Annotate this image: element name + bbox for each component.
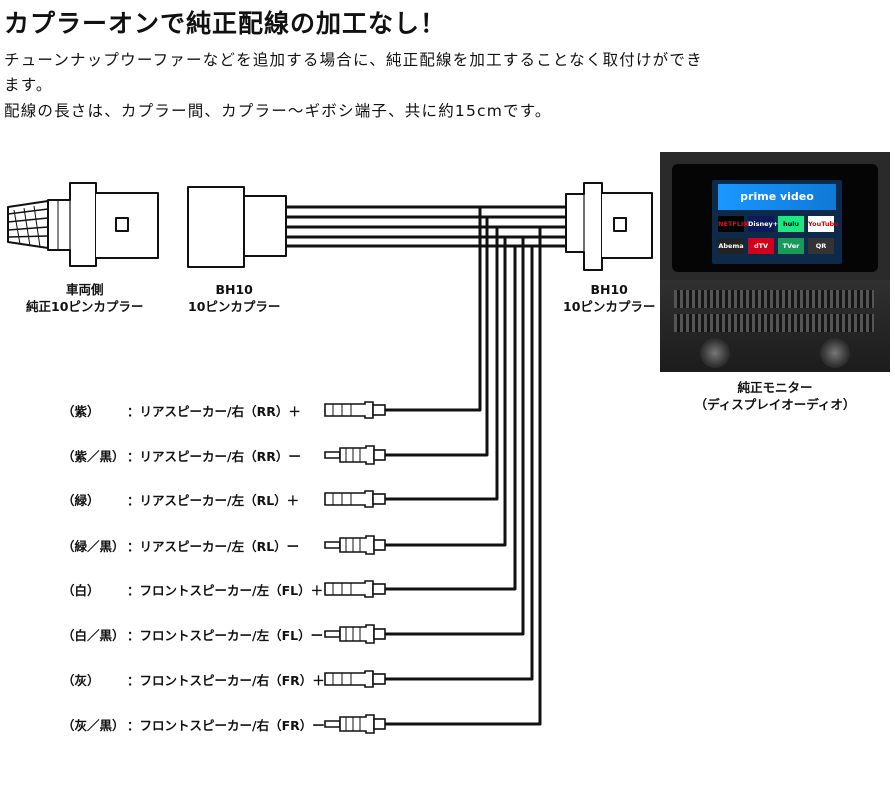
monitor-bezel: prime video NETFLIX Disney+ hulu YouTube…	[672, 164, 878, 272]
wire-8-color: （灰／黒）	[62, 718, 125, 733]
app-tile-dtv: dTV	[748, 238, 774, 254]
branch-wires	[385, 207, 542, 726]
left-knob	[700, 338, 730, 368]
monitor-label-line2: （ディスプレイオーディオ）	[694, 397, 856, 412]
main-harness	[286, 205, 566, 248]
wire-2-function: ：リアスピーカー/右（RR）ー	[127, 449, 301, 464]
vehicle-coupler-label: 車両側 純正10ピンカプラー	[26, 281, 143, 315]
vent-upper	[674, 290, 874, 308]
wire-3-function: ：リアスピーカー/左（RL）＋	[127, 493, 300, 508]
bh10-center-label-line2: 10ピンカプラー	[188, 299, 281, 314]
bh10-center-label: BH10 10ピンカプラー	[188, 281, 280, 315]
app-tile-abema: Abema	[718, 238, 744, 254]
description-line-3: 配線の長さは、カプラー間、カプラー～ギボシ端子、共に約15cmです。	[4, 102, 552, 120]
wire-6-color: （白／黒）	[62, 628, 125, 643]
prime-video-banner: prime video	[718, 184, 836, 210]
monitor-photo: prime video NETFLIX Disney+ hulu YouTube…	[660, 152, 890, 372]
bh10-coupler-right	[565, 182, 653, 271]
gibosi-terminal	[324, 445, 386, 465]
app-tile-qr: QR	[808, 238, 834, 254]
bh10-coupler-center	[187, 186, 287, 268]
page-title: カプラーオンで純正配線の加工なし！	[4, 9, 447, 38]
bh10-right-label: BH10 10ピンカプラー	[563, 281, 655, 315]
wire-7-color: （灰）	[62, 673, 100, 688]
wire-1-color: （紫）	[62, 404, 100, 419]
bh10-right-label-line1: BH10	[590, 282, 628, 297]
vehicle-coupler-label-line2: 純正10ピンカプラー	[26, 299, 144, 314]
gibosi-terminal	[324, 670, 386, 688]
wire-4-function: ：リアスピーカー/左（RL）ー	[127, 539, 300, 554]
bh10-right-label-line2: 10ピンカプラー	[563, 299, 656, 314]
right-knob	[820, 338, 850, 368]
wire-1-function: ：リアスピーカー/右（RR）＋	[127, 404, 301, 419]
monitor-label-line1: 純正モニター	[737, 380, 813, 395]
dashboard-vents	[660, 280, 890, 372]
gibosi-terminal	[324, 401, 386, 419]
description-line-2: ます。	[4, 76, 53, 94]
bh10-center-label-line1: BH10	[215, 282, 253, 297]
app-tile-disney: Disney+	[748, 216, 778, 232]
wire-4-color: （緑／黒）	[62, 539, 125, 554]
app-tile-netflix: NETFLIX	[718, 216, 748, 232]
wire-5-color: （白）	[62, 583, 100, 598]
monitor-screen: prime video NETFLIX Disney+ hulu YouTube…	[712, 180, 842, 264]
app-tile-youtube: YouTube	[808, 216, 839, 232]
gibosi-terminal	[324, 535, 386, 555]
gibosi-terminal	[324, 580, 386, 598]
vehicle-coupler	[47, 182, 159, 267]
wire-8-function: ：フロントスピーカー/右（FR）ー	[127, 718, 325, 733]
gibosi-terminal	[324, 490, 386, 508]
wire-3-color: （緑）	[62, 493, 100, 508]
wire-2-color: （紫／黒）	[62, 449, 125, 464]
description-line-1: チューンナップウーファーなどを追加する場合に、純正配線を加工することなく取付けが…	[4, 51, 703, 69]
vent-lower	[674, 314, 874, 332]
wire-7-function: ：フロントスピーカー/右（FR）＋	[127, 673, 325, 688]
monitor-label: 純正モニター （ディスプレイオーディオ）	[667, 379, 883, 413]
app-tile-hulu: hulu	[778, 216, 804, 232]
gibosi-terminal	[324, 624, 386, 644]
gibosi-terminal	[324, 714, 386, 734]
wire-5-function: ：フロントスピーカー/左（FL）＋	[127, 583, 324, 598]
vehicle-harness	[7, 200, 49, 249]
vehicle-coupler-label-line1: 車両側	[65, 282, 104, 297]
wire-6-function: ：フロントスピーカー/左（FL）ー	[127, 628, 324, 643]
app-tile-tver: TVer	[778, 238, 804, 254]
